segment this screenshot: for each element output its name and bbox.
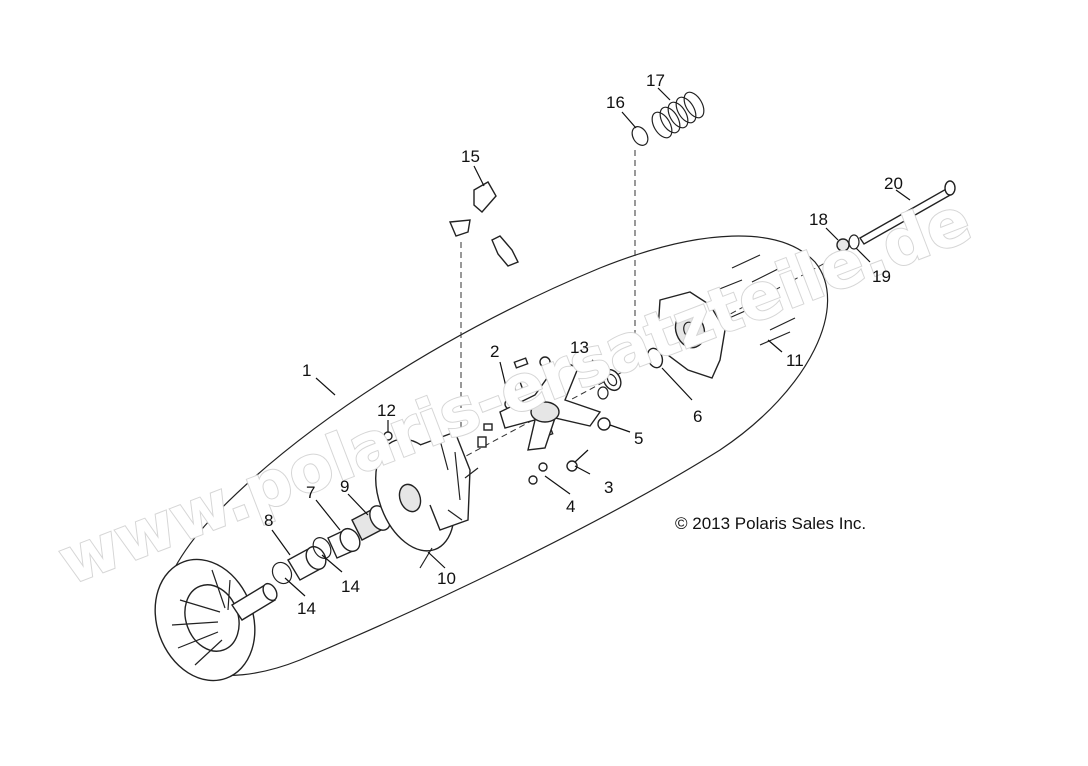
callout-10: 10	[437, 569, 456, 588]
weight-15	[448, 181, 519, 267]
alignment-line-axis	[439, 254, 841, 471]
callout-9: 9	[340, 477, 349, 496]
snap-ring-14-left	[271, 561, 293, 585]
bolt-20	[859, 180, 956, 245]
bearing-13	[602, 368, 622, 392]
callout-20: 20	[884, 174, 903, 193]
spring-17	[651, 91, 705, 139]
callout-14-right: 14	[341, 577, 360, 596]
spider-3	[499, 359, 602, 472]
callout-14-left: 14	[297, 599, 316, 618]
roller-4b	[538, 462, 548, 472]
callout-15: 15	[461, 147, 480, 166]
callout-7: 7	[306, 483, 315, 502]
leader-lines	[271, 87, 911, 597]
watermark: www.polaris-ersatzteile.de	[49, 183, 981, 600]
pin-2	[511, 378, 526, 398]
bushing-7	[327, 527, 361, 559]
callout-19: 19	[872, 267, 891, 286]
button-5	[597, 417, 611, 431]
bolts-11	[711, 254, 796, 346]
callout-12: 12	[377, 401, 396, 420]
callout-1: 1	[302, 361, 311, 380]
pin-small-a	[477, 436, 487, 448]
callout-5: 5	[634, 429, 643, 448]
movable-sheave	[154, 558, 278, 682]
washer-19	[848, 234, 860, 250]
callout-8: 8	[264, 511, 273, 530]
callout-6: 6	[693, 407, 702, 426]
assembly-outline	[158, 235, 829, 677]
fixed-sheave	[375, 431, 479, 569]
washer-13b	[597, 386, 609, 400]
callout-2: 2	[490, 342, 499, 361]
callout-18: 18	[809, 210, 828, 229]
bushing-8	[287, 545, 327, 581]
callout-3: 3	[604, 478, 613, 497]
snap-ring-14-right	[312, 537, 332, 559]
callout-13: 13	[570, 338, 589, 357]
callout-4: 4	[566, 497, 575, 516]
pin-small-c	[513, 357, 529, 369]
roller-4a	[528, 475, 538, 485]
callout-17: 17	[646, 71, 665, 90]
callout-11: 11	[786, 351, 804, 370]
washer-16	[631, 126, 649, 146]
cover-6	[646, 291, 726, 379]
button-5b	[539, 356, 551, 368]
pin-small-b	[483, 423, 493, 431]
callout-16: 16	[606, 93, 625, 112]
copyright-notice: © 2013 Polaris Sales Inc.	[675, 514, 866, 533]
